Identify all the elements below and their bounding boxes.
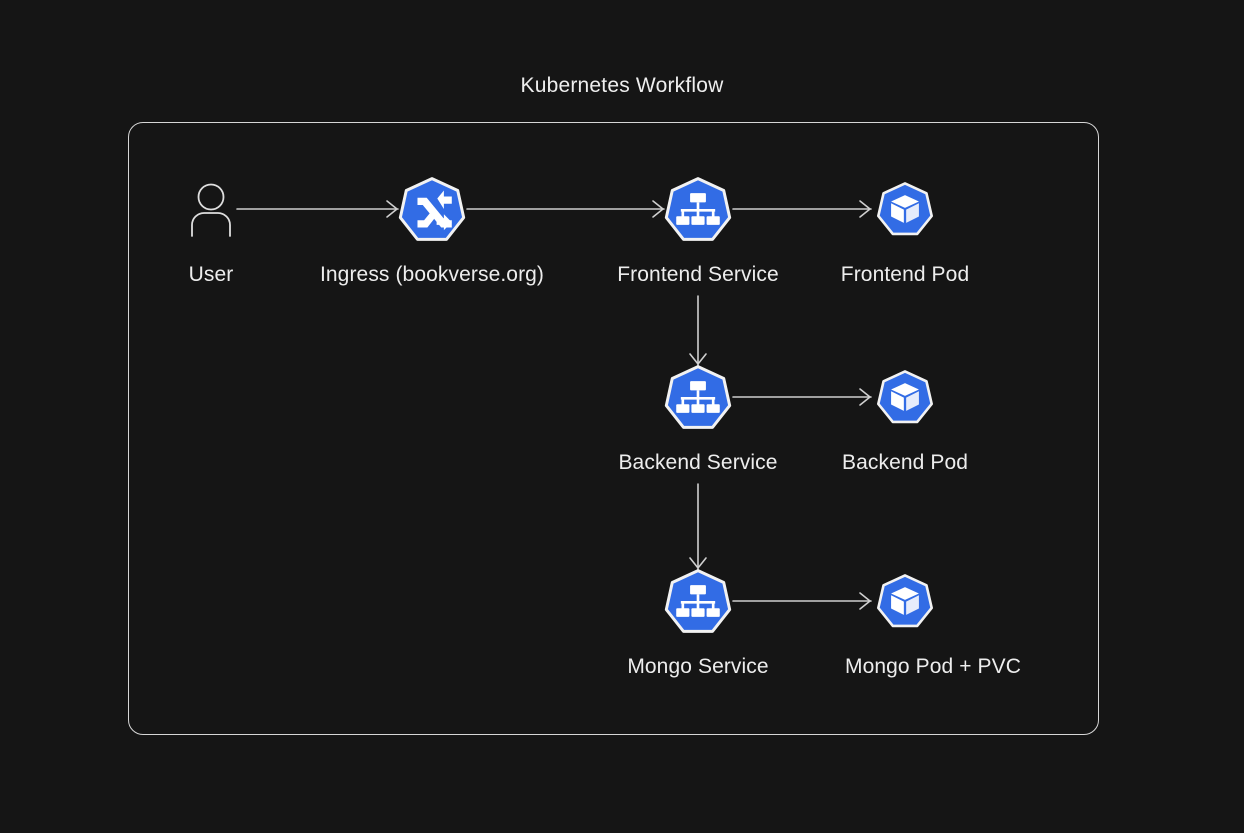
node-backend-pod[interactable] (873, 365, 937, 429)
user-icon (185, 180, 237, 237)
node-label-ingress: Ingress (bookverse.org) (319, 263, 545, 286)
node-label-mongo-service: Mongo Service (627, 655, 769, 678)
service-sitemap-icon (664, 176, 732, 242)
pod-cube-icon (876, 572, 934, 630)
node-ingress[interactable] (398, 176, 466, 242)
node-backend-service[interactable] (664, 364, 732, 430)
node-label-mongo-pod: Mongo Pod + PVC (844, 655, 1022, 678)
workflow-container (128, 122, 1099, 735)
node-user[interactable] (179, 176, 243, 240)
node-mongo-service[interactable] (664, 568, 732, 634)
node-frontend-service[interactable] (664, 176, 732, 242)
service-sitemap-icon (664, 568, 732, 634)
node-mongo-pod[interactable] (873, 569, 937, 633)
page-title: Kubernetes Workflow (520, 74, 724, 97)
node-label-backend-service: Backend Service (618, 451, 778, 474)
service-sitemap-icon (664, 364, 732, 430)
pod-cube-icon (876, 368, 934, 426)
node-label-backend-pod: Backend Pod (841, 451, 969, 474)
ingress-shuffle-icon (398, 176, 466, 242)
node-label-user: User (188, 263, 234, 286)
node-frontend-pod[interactable] (873, 177, 937, 241)
node-label-frontend-pod: Frontend Pod (840, 263, 970, 286)
node-label-frontend-service: Frontend Service (617, 263, 779, 286)
pod-cube-icon (876, 180, 934, 238)
